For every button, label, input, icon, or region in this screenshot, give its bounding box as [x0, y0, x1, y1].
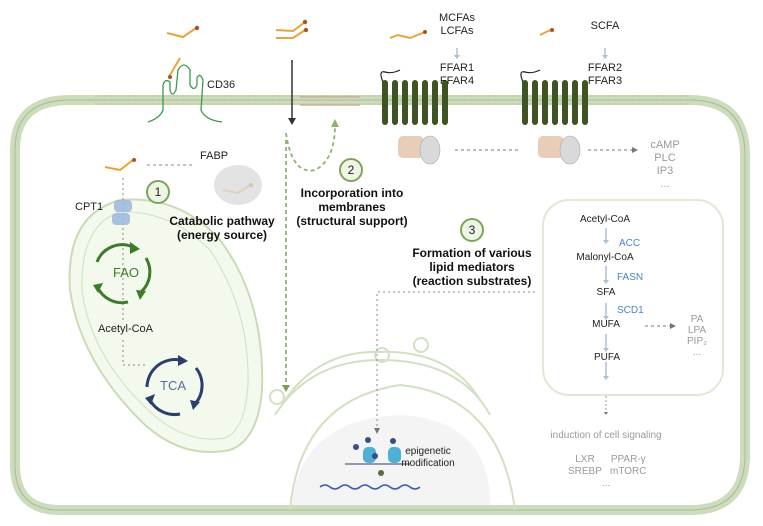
- g-protein-icon: [398, 135, 581, 165]
- pathway-number-3: 3: [460, 218, 484, 242]
- fatty-acid-icon: [104, 21, 552, 195]
- acetyl-coa-label: Acetyl-CoA: [98, 323, 154, 335]
- cd36-icon: [147, 64, 223, 123]
- pathway-number-2: 2: [339, 158, 363, 182]
- scfa-label: SCFA: [590, 20, 620, 32]
- ffar-receptor-icon: [382, 80, 448, 125]
- dna-icon: [319, 484, 421, 490]
- tca-label: TCA: [160, 378, 186, 393]
- pathway-1-title: Catabolic pathway(energy source): [169, 214, 275, 242]
- ffar-receptor-icon-2: [522, 80, 588, 125]
- step-malonyl-coa: Malonyl-CoA: [576, 252, 634, 263]
- mitochondrion: [68, 198, 264, 453]
- step-pufa: PUFA: [593, 352, 621, 363]
- cpt1-icon: [112, 200, 132, 225]
- pathway-number-1: 1: [146, 180, 170, 204]
- fabp-label: FABP: [200, 150, 229, 162]
- cd36-label: CD36: [207, 79, 236, 91]
- step-mufa: MUFA: [592, 319, 620, 330]
- cell-signaling-title: induction of cell signaling: [550, 430, 662, 441]
- cpt1-label: CPT1: [75, 201, 104, 213]
- step-sfa: SFA: [596, 287, 616, 298]
- cell-signaling-ellipsis: ...: [601, 478, 611, 489]
- histone-icon: [345, 437, 410, 476]
- step-acetyl-coa: Acetyl-CoA: [579, 214, 631, 225]
- fao-label: FAO: [113, 265, 140, 280]
- enzyme-acc: ACC: [619, 238, 641, 249]
- enzyme-fasn: FASN: [617, 272, 644, 283]
- fabp-protein-icon: [214, 165, 262, 205]
- synthesis-box: [542, 199, 724, 396]
- enzyme-scd1: SCD1: [617, 305, 644, 316]
- endoplasmic-reticulum: [269, 337, 516, 511]
